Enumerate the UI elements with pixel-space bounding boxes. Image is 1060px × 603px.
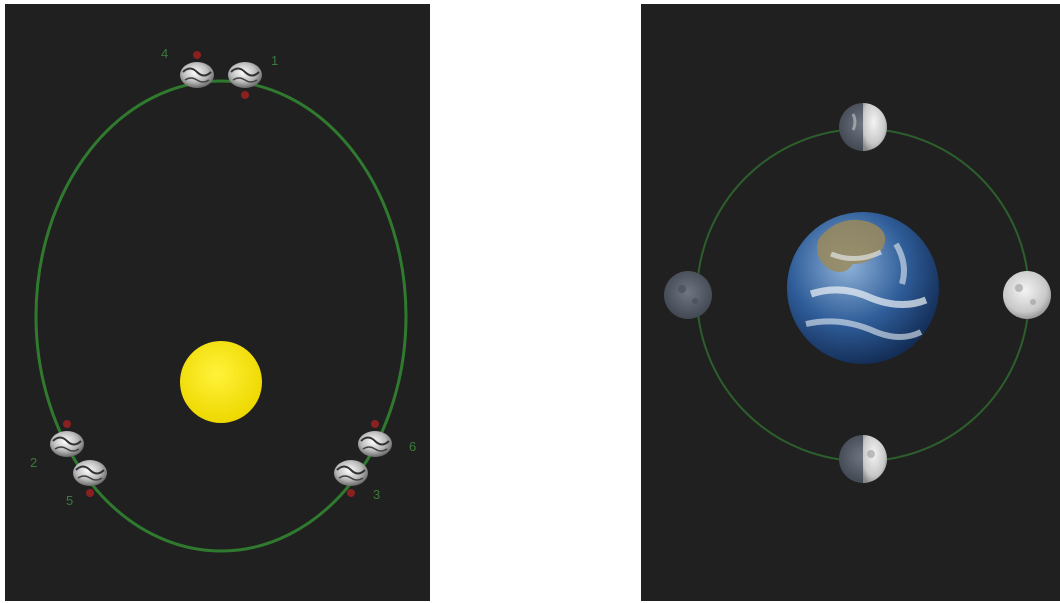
- earth-icon: [787, 212, 939, 364]
- satellite-position-4: [180, 51, 214, 88]
- satellite-position-2: [50, 420, 84, 457]
- elliptical-orbit-diagram: 1 2 3 4 5 6: [30, 46, 416, 553]
- satellite-icon: [228, 62, 262, 88]
- sun-icon: [180, 341, 262, 423]
- earth-moon-diagram: [664, 103, 1051, 483]
- moon-phases-panel: [641, 4, 1060, 601]
- moon-icon: [839, 435, 887, 483]
- position-marker: [347, 489, 355, 497]
- position-marker: [371, 420, 379, 428]
- orbit-ellipse: [34, 79, 408, 553]
- satellite-position-5: [73, 460, 107, 497]
- satellite-icon: [50, 431, 84, 457]
- position-marker: [63, 420, 71, 428]
- moon-icon: [839, 103, 887, 151]
- satellite-icon: [358, 431, 392, 457]
- position-label-1: 1: [271, 53, 278, 68]
- satellite-icon: [73, 460, 107, 486]
- position-label-6: 6: [409, 439, 416, 454]
- satellite-icon: [180, 62, 214, 88]
- position-label-5: 5: [66, 493, 73, 508]
- satellite-position-6: [358, 420, 392, 457]
- moon-icon: [1003, 271, 1051, 319]
- position-label-2: 2: [30, 455, 37, 470]
- satellite-position-3: [334, 460, 368, 497]
- position-label-3: 3: [373, 487, 380, 502]
- position-marker: [193, 51, 201, 59]
- satellite-position-1: [228, 62, 262, 99]
- position-marker: [86, 489, 94, 497]
- elliptical-orbit-panel: 1 2 3 4 5 6: [5, 4, 430, 601]
- satellite-icon: [334, 460, 368, 486]
- position-marker: [241, 91, 249, 99]
- position-label-4: 4: [161, 46, 168, 61]
- moon-icon: [664, 271, 712, 319]
